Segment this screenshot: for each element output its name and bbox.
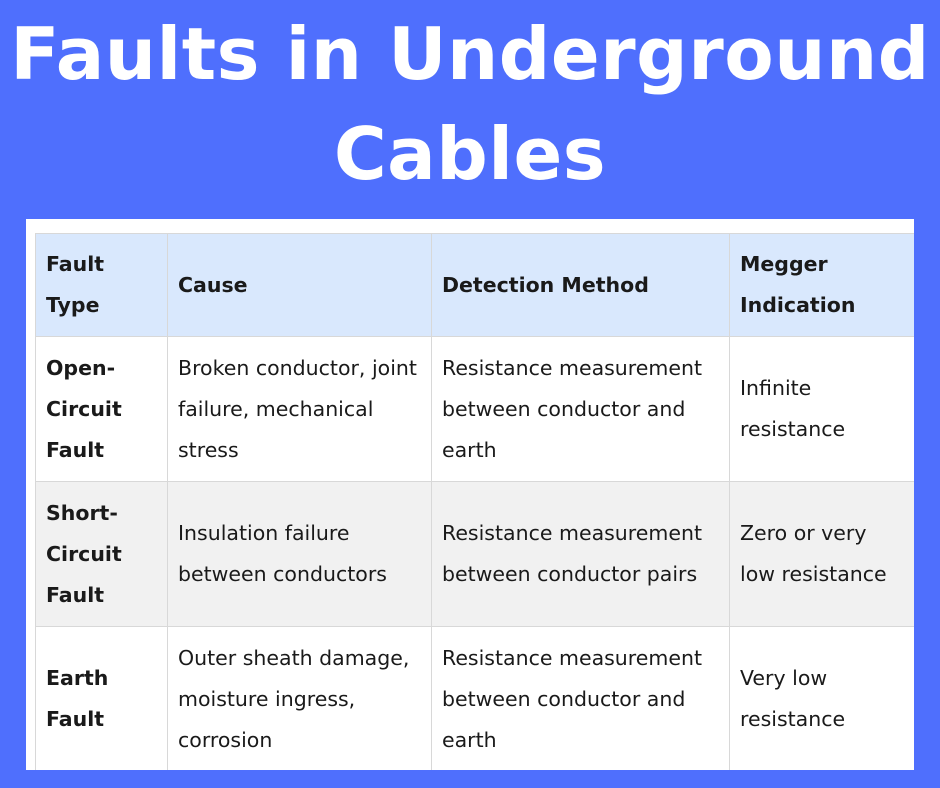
cell-detection-method: Resistance measurement between conductor… — [431, 626, 730, 770]
cell-detection-method: Resistance measurement between conductor… — [431, 336, 730, 482]
faults-table: Fault Type Cause Detection Method Megger… — [35, 233, 914, 770]
page-title: Faults in Underground Cables — [0, 4, 940, 204]
cell-cause: Outer sheath damage, moisture ingress, c… — [167, 626, 432, 770]
header-fault-type: Fault Type — [35, 233, 168, 337]
cell-fault-type: Short-Circuit Fault — [35, 481, 168, 627]
cell-megger-indication: Infinite resistance — [729, 336, 914, 482]
cell-fault-type: Open-Circuit Fault — [35, 336, 168, 482]
header-detection-method: Detection Method — [431, 233, 730, 337]
header-megger-indication: Megger Indication — [729, 233, 914, 337]
cell-megger-indication: Zero or very low resistance — [729, 481, 914, 627]
title-line-1: Faults in Underground — [10, 12, 930, 96]
cell-fault-type: Earth Fault — [35, 626, 168, 770]
title-line-2: Cables — [333, 112, 607, 196]
cell-cause: Broken conductor, joint failure, mechani… — [167, 336, 432, 482]
cell-megger-indication: Very low resistance — [729, 626, 914, 770]
cell-detection-method: Resistance measurement between conductor… — [431, 481, 730, 627]
header-cause: Cause — [167, 233, 432, 337]
table-panel: Fault Type Cause Detection Method Megger… — [26, 219, 914, 770]
table-row: Open-Circuit Fault Broken conductor, joi… — [35, 336, 914, 482]
cell-cause: Insulation failure between conductors — [167, 481, 432, 627]
table-header-row: Fault Type Cause Detection Method Megger… — [35, 233, 914, 337]
table-row: Short-Circuit Fault Insulation failure b… — [35, 481, 914, 627]
table-row: Earth Fault Outer sheath damage, moistur… — [35, 626, 914, 770]
